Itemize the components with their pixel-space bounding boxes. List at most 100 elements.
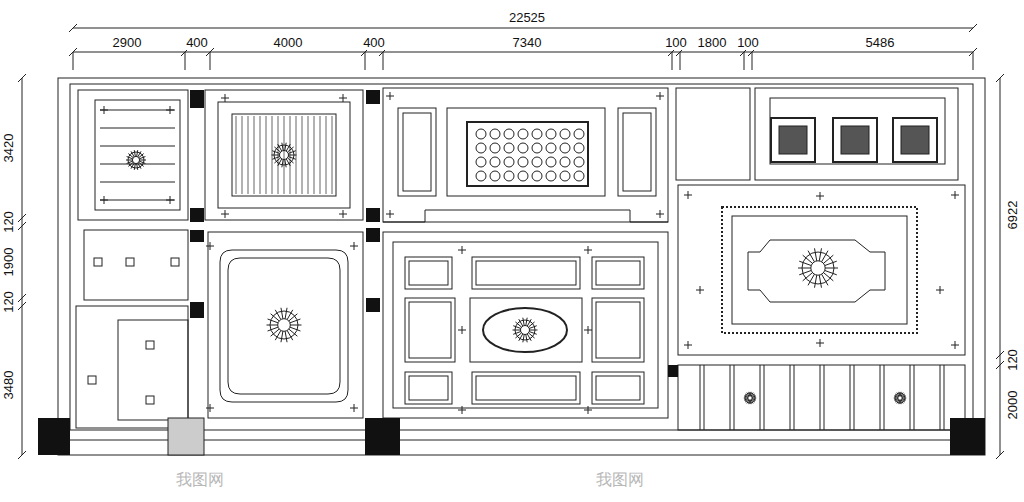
drawing-line <box>281 331 283 342</box>
drawing-line <box>278 319 291 332</box>
drawing-line <box>893 118 937 162</box>
dimension-text: 400 <box>184 36 210 50</box>
drawing-line <box>822 274 828 285</box>
drawing-line <box>100 106 108 114</box>
drawing-line <box>302 116 303 194</box>
drawing-line <box>546 157 556 167</box>
drawing-line <box>530 330 538 331</box>
drawing-line <box>236 116 237 194</box>
drawing-line <box>308 116 309 194</box>
drawing-line <box>386 92 394 100</box>
column <box>190 230 204 242</box>
room-outline <box>755 88 958 180</box>
room-outline <box>78 90 188 220</box>
drawing-line <box>592 257 644 289</box>
dimension-text: 100 <box>735 36 761 50</box>
drawing-line <box>290 327 301 331</box>
drawing-line <box>560 171 570 181</box>
drawing-line <box>286 159 290 166</box>
drawing-line <box>841 126 869 154</box>
drawing-line <box>592 372 644 404</box>
inner-wall <box>70 84 973 430</box>
room-outline <box>208 232 363 418</box>
drawing-line <box>799 261 811 265</box>
ceiling-slats <box>100 110 944 430</box>
drawing-line <box>750 400 752 404</box>
drawing-line <box>521 326 530 335</box>
dimension-line <box>73 28 973 29</box>
drawing-line <box>100 200 175 201</box>
drawing-line <box>940 365 941 430</box>
drawing-line <box>910 365 911 430</box>
drawing-line <box>902 398 906 399</box>
drawing-line <box>951 191 959 199</box>
dimension-text: 3420 <box>2 132 16 165</box>
drawing-line <box>760 365 761 430</box>
drawing-line <box>996 451 1004 459</box>
dimension-text: 6922 <box>1006 199 1020 232</box>
drawing-line <box>206 404 214 412</box>
drawing-line <box>476 129 486 139</box>
dimension-text: 5486 <box>864 36 897 50</box>
drawing-line <box>88 376 96 384</box>
drawing-line <box>819 275 821 288</box>
drawing-line <box>744 399 748 400</box>
dimension-text: 7340 <box>511 36 544 50</box>
ceiling-frame <box>770 98 945 164</box>
drawing-line <box>560 129 570 139</box>
drawing-line <box>752 396 756 397</box>
column <box>366 90 380 104</box>
drawing-line <box>272 155 280 156</box>
column <box>190 90 204 108</box>
drawing-line <box>529 326 537 329</box>
drawing-line <box>248 116 249 194</box>
drawing-line <box>901 400 903 403</box>
drawing-line <box>458 326 466 334</box>
drawing-line <box>526 334 527 342</box>
drawing-line <box>490 129 500 139</box>
drawing-line <box>137 164 138 170</box>
drawing-line <box>350 242 358 250</box>
drawing-line <box>134 150 135 156</box>
drawing-line <box>100 146 175 147</box>
ceiling-frame <box>228 258 340 394</box>
drawing-line <box>271 329 280 336</box>
ceiling-frame <box>393 242 658 408</box>
drawing-line <box>242 116 243 194</box>
drawing-line <box>278 144 282 151</box>
drawing-line <box>132 156 139 163</box>
dimension-line <box>22 78 23 455</box>
drawing-line <box>672 52 673 70</box>
drawing-line <box>365 52 366 70</box>
drawing-line <box>126 258 134 266</box>
drawing-line <box>799 270 811 274</box>
outer-wall <box>58 78 985 455</box>
drawing-line <box>266 116 267 194</box>
drawing-line <box>596 376 640 400</box>
drawing-line <box>696 286 704 294</box>
drawing-line <box>383 52 384 70</box>
pattern-border <box>722 207 917 333</box>
drawing-line <box>210 52 211 70</box>
drawing-line <box>476 143 486 153</box>
drawing-line <box>560 157 570 167</box>
drawing-line <box>680 52 681 70</box>
drawing-line <box>458 406 466 414</box>
drawing-line <box>185 52 186 70</box>
drawing-line <box>884 365 885 430</box>
drawing-line <box>596 302 640 358</box>
pillar <box>168 418 204 455</box>
drawing-line <box>409 302 451 358</box>
drawing-line <box>472 372 580 404</box>
drawing-line <box>596 261 640 285</box>
drawing-line <box>969 24 977 32</box>
drawing-line <box>700 365 701 430</box>
drawing-line <box>284 116 285 194</box>
drawing-line <box>254 116 255 194</box>
drawing-line <box>490 157 500 167</box>
dimension-text: 400 <box>361 36 387 50</box>
ceiling-panel <box>623 113 651 191</box>
dimension-text: 100 <box>663 36 689 50</box>
drawing-line <box>771 118 815 162</box>
